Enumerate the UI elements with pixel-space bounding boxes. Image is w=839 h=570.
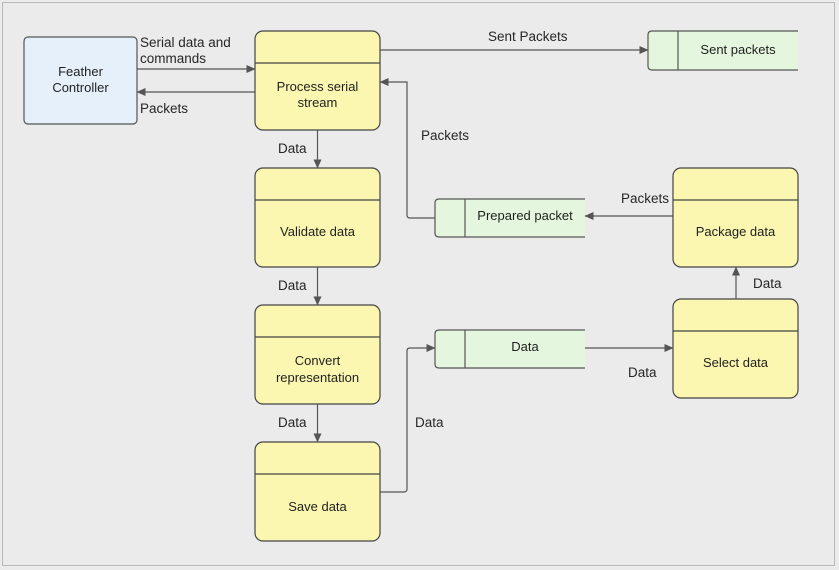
edge-label-data-convert: Data <box>278 278 307 293</box>
feather-controller-label-1: Feather <box>58 64 103 79</box>
store-sent-packets[interactable]: Sent packets <box>647 30 798 71</box>
process-save-data[interactable]: Save data <box>254 441 381 542</box>
process-convert-representation[interactable]: Convert representation <box>254 304 381 405</box>
edge-label-packets-return: Packets <box>421 128 469 143</box>
sent-packets-label: Sent packets <box>700 42 776 57</box>
process-serial-stream[interactable]: Process serial stream <box>254 30 381 131</box>
process-serial-label-1: Process serial <box>277 79 359 94</box>
edge-label-data-package: Data <box>753 276 782 291</box>
edge-label-data-store: Data <box>415 415 444 430</box>
save-data-label: Save data <box>288 499 347 514</box>
process-serial-label-2: stream <box>298 95 338 110</box>
store-prepared-packet[interactable]: Prepared packet <box>434 198 585 238</box>
flow-packets-return <box>379 78 435 219</box>
edge-label-packets-package: Packets <box>621 191 669 206</box>
store-data[interactable]: Data <box>434 329 585 369</box>
edge-label-sent-packets: Sent Packets <box>488 29 568 44</box>
validate-data-label: Validate data <box>280 224 356 239</box>
edge-label-data-select: Data <box>628 365 657 380</box>
convert-label-1: Convert <box>295 353 341 368</box>
process-select-data[interactable]: Select data <box>672 298 799 399</box>
package-data-label: Package data <box>696 224 776 239</box>
feather-controller-entity[interactable]: Feather Controller <box>23 36 138 125</box>
prepared-packet-label: Prepared packet <box>477 208 573 223</box>
edge-label-data-save: Data <box>278 415 307 430</box>
edge-label-serial-1: Serial data and <box>140 35 231 50</box>
data-store-label: Data <box>511 339 539 354</box>
process-package-data[interactable]: Package data <box>672 167 799 268</box>
feather-controller-label-2: Controller <box>52 80 109 95</box>
select-data-label: Select data <box>703 355 769 370</box>
convert-label-2: representation <box>276 370 359 385</box>
edge-label-data-validate: Data <box>278 141 307 156</box>
process-validate-data[interactable]: Validate data <box>254 167 381 268</box>
edge-label-packets-out: Packets <box>140 101 188 116</box>
flow-data-store <box>380 344 436 493</box>
edge-label-serial-2: commands <box>140 51 206 66</box>
